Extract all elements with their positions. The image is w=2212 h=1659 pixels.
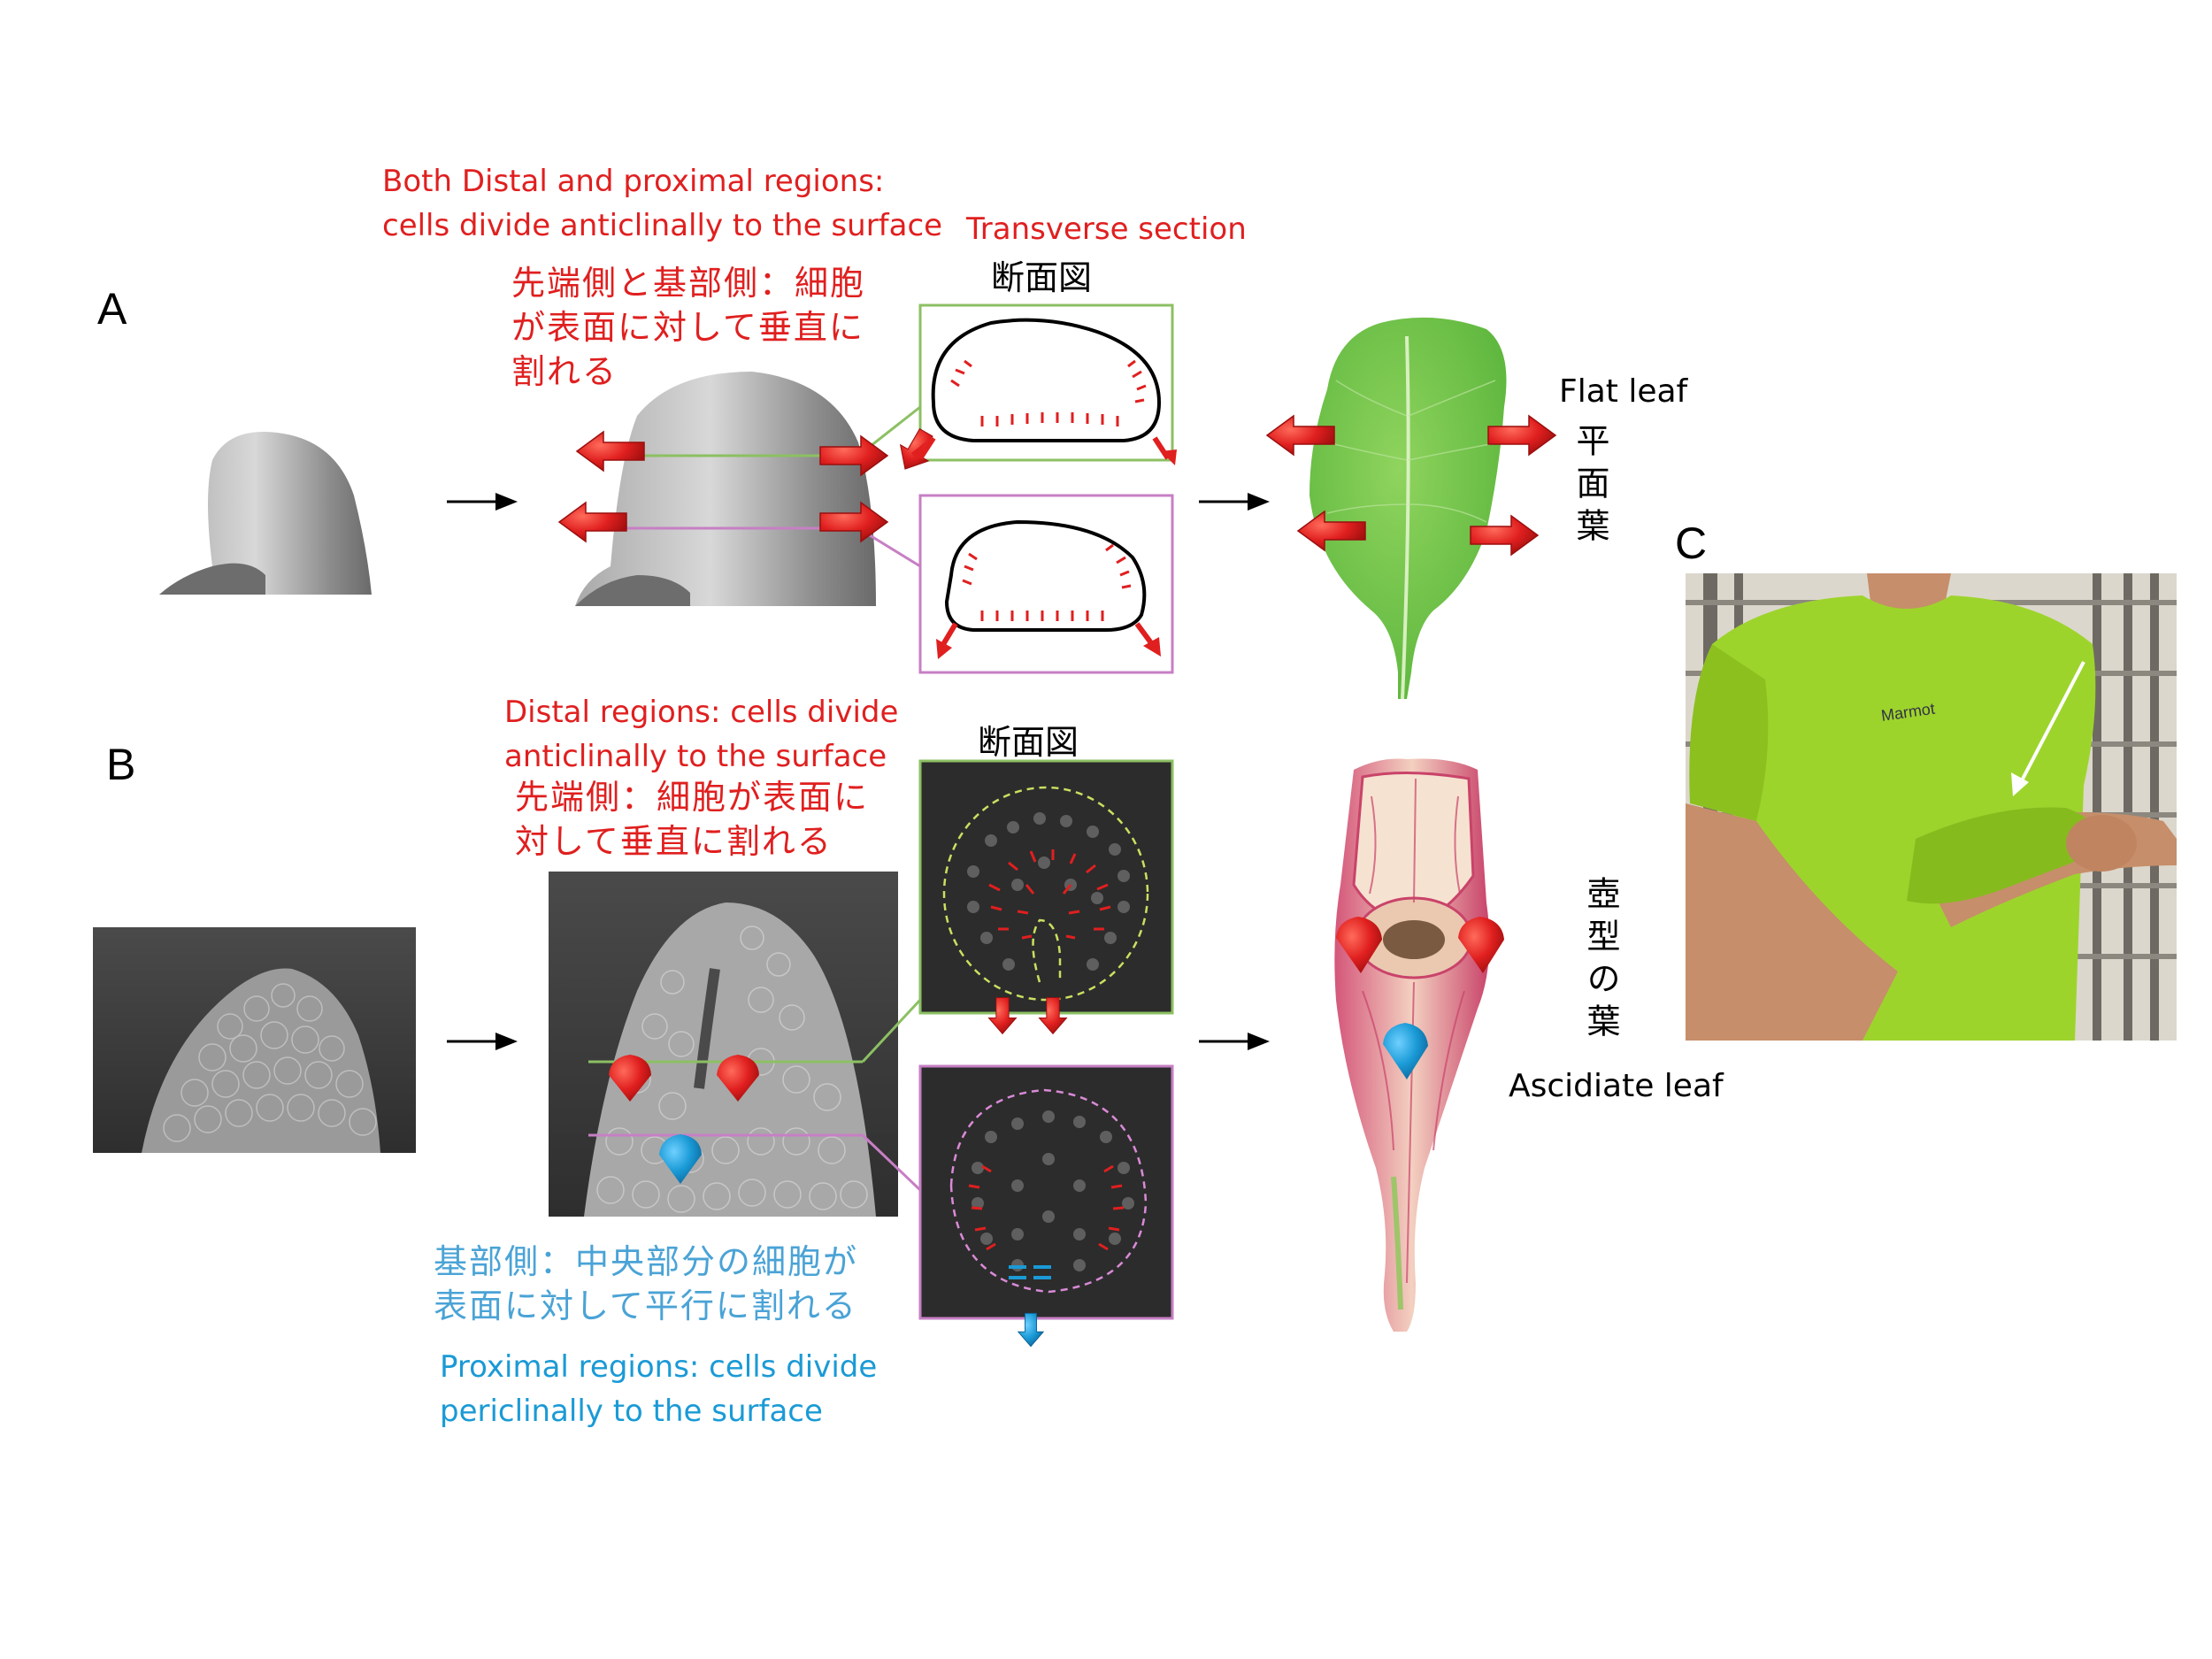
panel-a-section-proximal	[918, 494, 1174, 674]
panel-b-distal-en-line2: anticlinally to the surface	[504, 739, 887, 774]
panel-a-section-label-jp: 断面図	[991, 258, 1093, 297]
panel-a-arrow-1	[447, 493, 518, 511]
person-neck	[1867, 573, 1951, 616]
panel-b-sem-developing	[549, 872, 898, 1217]
panel-label-c: C	[1675, 518, 1708, 568]
panel-b-section-proximal	[918, 1064, 1174, 1320]
panel-a-heading-jp-line3: 割れる	[511, 352, 618, 391]
panel-b-proximal-en-line1: Proximal regions: cells divide	[440, 1349, 878, 1385]
panel-a-section-distal	[890, 303, 1174, 478]
panel-b-distal-en-line1: Distal regions: cells divide	[504, 695, 899, 730]
panel-b-distal-jp-line2: 対して垂直に割れる	[515, 822, 833, 861]
ascidiate-blue-arrow	[1383, 1023, 1428, 1079]
panel-b-distal-jp-line1: 先端側：細胞が表面に	[515, 778, 870, 817]
panel-b-sem-red-arrow-left	[609, 1055, 651, 1102]
panel-b-proximal-jp-line1: 基部側：中央部分の細胞が	[434, 1242, 859, 1281]
panel-a-bud-developing	[575, 372, 876, 606]
panel-b-sem-red-arrow-right	[717, 1055, 759, 1102]
flat-leaf-image	[1310, 317, 1507, 700]
panel-label-b: B	[106, 740, 136, 789]
panel-b-arrow-2	[1199, 1033, 1270, 1050]
ascidiate-leaf-label-en: Ascidiate leaf	[1509, 1068, 1724, 1104]
flat-leaf-label-jp: 平面葉	[1571, 423, 1609, 550]
ascidiate-red-arrow-left	[1336, 917, 1382, 973]
panel-label-a: A	[97, 284, 127, 334]
panel-b-proximal-jp-line2: 表面に対して平行に割れる	[434, 1286, 857, 1325]
ascidiate-red-arrow-right	[1458, 917, 1504, 973]
ascidiate-leaf-label-jp: 壺型の葉	[1581, 876, 1620, 1046]
panel-a-heading-jp-line1: 先端側と基部側：細胞	[511, 264, 866, 303]
panel-c-white-arrow	[2011, 661, 2085, 796]
flat-leaf-label-en: Flat leaf	[1559, 373, 1688, 410]
panel-b-proximal-en-line2: periclinally to the surface	[440, 1394, 823, 1429]
panel-b-section-label-jp: 断面図	[978, 723, 1079, 762]
panel-a-section-label-en: Transverse section	[966, 211, 1247, 247]
panel-c-photo: Marmot	[1686, 573, 2177, 1041]
panel-a-heading-jp-line2: が表面に対して垂直に	[511, 308, 864, 347]
panel-b-section-distal	[918, 759, 1174, 1015]
panel-a-section-distal-arrows	[911, 436, 1177, 465]
panel-a-arrow-2	[1199, 493, 1270, 511]
panel-a-heading-en-line1: Both Distal and proximal regions:	[382, 164, 885, 199]
panel-a-bud-initial	[159, 432, 372, 595]
panel-b-arrow-1	[447, 1033, 518, 1050]
person-hand	[2066, 815, 2137, 872]
panel-b-sem-blue-arrow	[659, 1134, 702, 1184]
panel-b-sem-initial	[93, 927, 416, 1153]
person-arm	[1686, 803, 1898, 1041]
panel-a-heading-en-line2: cells divide anticlinally to the surface	[382, 208, 943, 243]
